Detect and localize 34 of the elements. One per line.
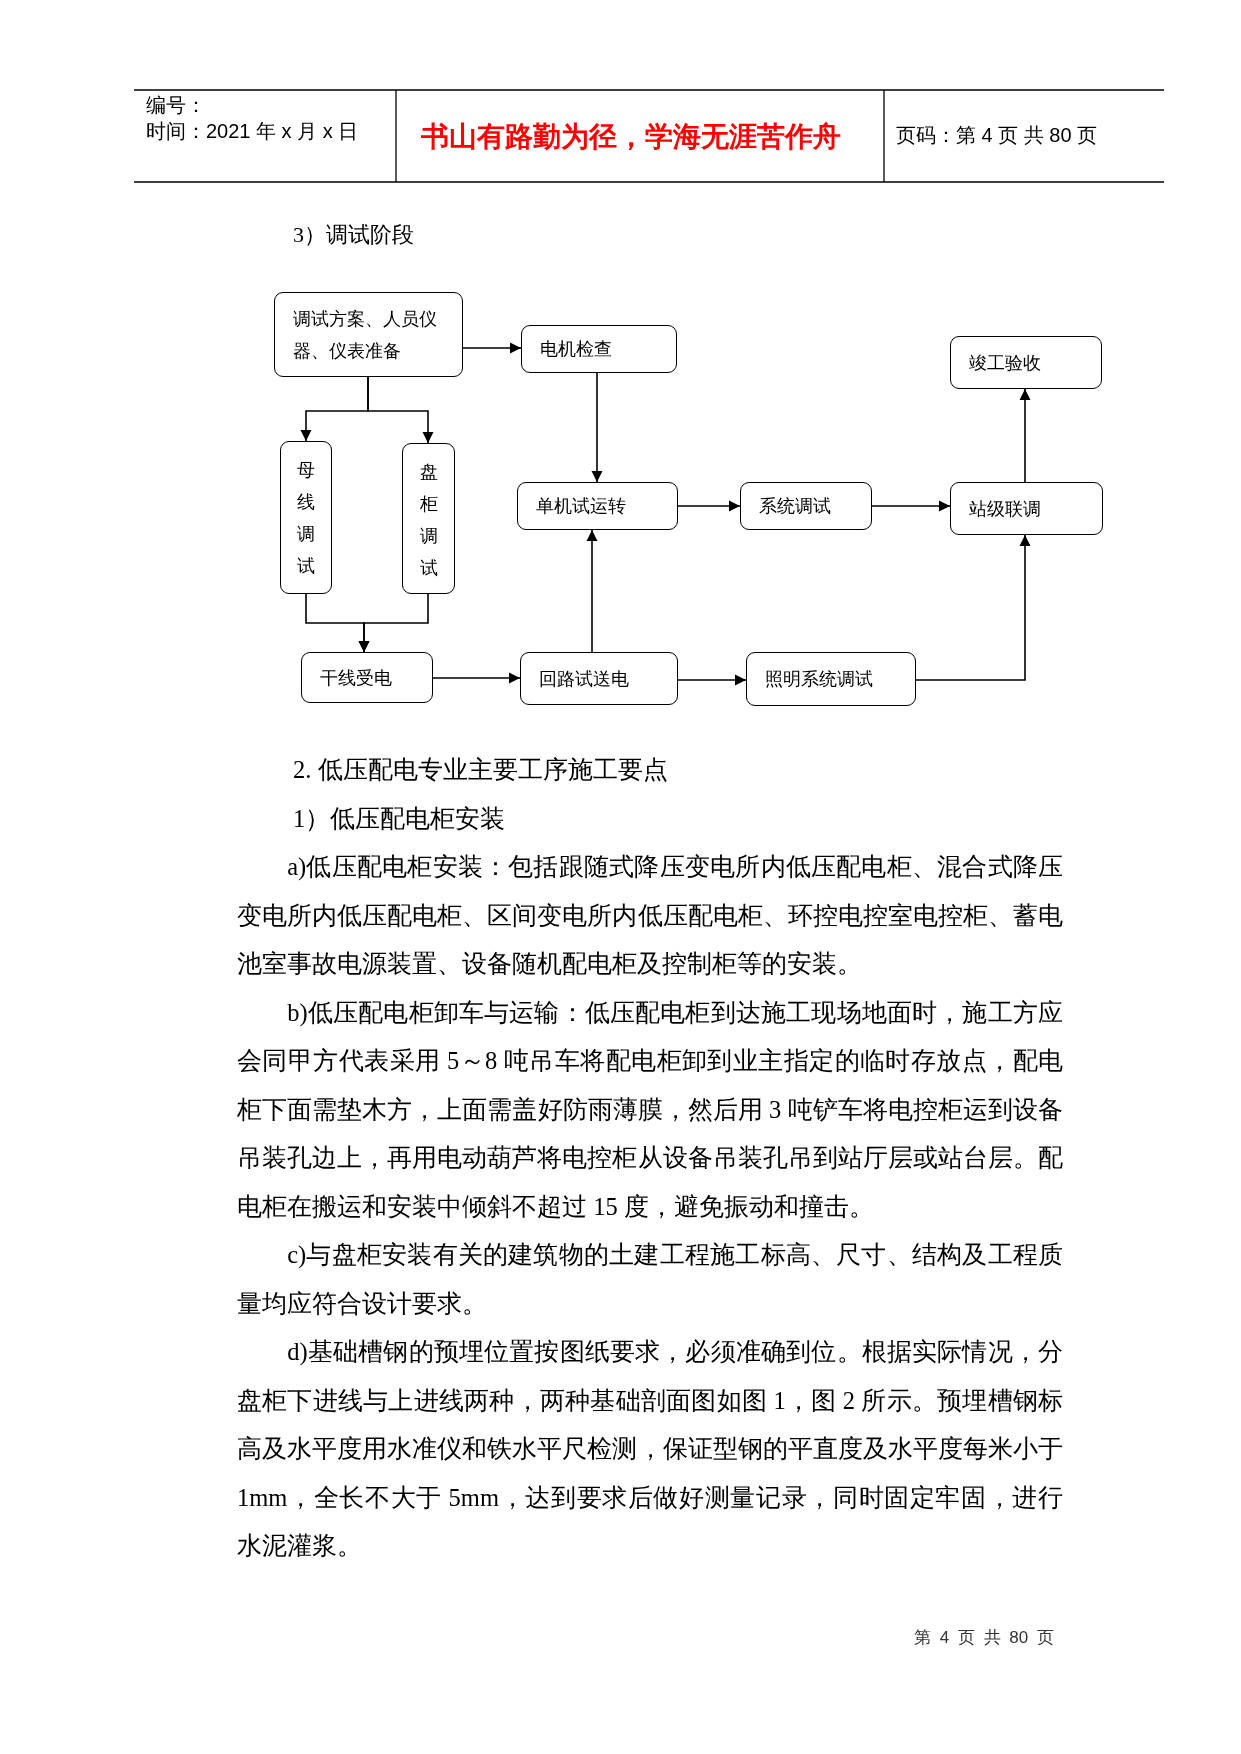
paragraph: c)与盘柜安装有关的建筑物的土建工程施工标高、尺寸、结构及工程质量均应符合设计要求。 — [237, 1240, 1063, 1319]
arrow — [677, 500, 741, 512]
process-box: 干线受电 — [301, 652, 433, 703]
section-heading: 2. 低压配电专业主要工序施工要点 — [292, 755, 669, 785]
arrow — [1019, 388, 1031, 483]
process-box: 站级联调 — [950, 482, 1103, 535]
arrow — [432, 672, 521, 684]
process-box: 调试方案、人员仪器、仪表准备 — [274, 292, 463, 377]
process-box: 母线调试 — [280, 441, 332, 594]
paragraph: a)低压配电柜安装：包括跟随式降压变电所内低压配电柜、混合式降压变电所内低压配电柜、区间变电所内低压配电柜、环控电控室电控柜、蓄电池室事故电源装置、设备随机配电柜及控制柜等的安装。 — [237, 852, 1063, 979]
arrow — [871, 500, 951, 512]
header-field: 时间：2021 年 x 月 x 日 — [146, 118, 359, 145]
page-footer: 第 4 页 共 80 页 — [914, 1626, 1054, 1649]
process-box: 盘柜调试 — [402, 443, 455, 594]
arrow — [915, 534, 1031, 681]
motto-text: 书山有路勤为径，学海无涯苦作舟 — [421, 120, 841, 154]
process-box: 电机检查 — [521, 325, 677, 373]
arrow — [367, 376, 434, 444]
paragraph: b)低压配电柜卸车与运输：低压配电柜到达施工现场地面时，施工方应会同甲方代表采用 5～8 吨吊车将配电柜卸到业主指定的临时存放点，配电柜下面需垫木方，上面需盖好防雨薄膜，然后用 3 吨铲车将电控柜运到设备吊装孔边上，再用电动葫芦将电控柜从设备吊装孔吊到站厅层或站台层。配电柜在搬运和安装中倾斜不超过 15 度，避免振动和撞击。 — [237, 997, 1063, 1222]
paragraph: d)基础槽钢的预埋位置按图纸要求，必须准确到位。根据实际情况，分盘柜下进线与上进线两种，两种基础剖面图如图 1，图 2 所示。预埋槽钢标高及水平度用水准仪和铁水平尺检测，保证型钢的平直度及水平度每米小于 1mm，全长不大于 5mm，达到要求后做好测量记录，同时固定牢固，进行水泥灌浆。 — [237, 1337, 1063, 1561]
arrow — [677, 674, 747, 686]
arrow — [586, 529, 598, 653]
process-box: 单机试运转 — [517, 482, 678, 530]
process-box: 系统调试 — [740, 482, 872, 530]
arrow — [591, 372, 603, 483]
arrow — [358, 593, 429, 653]
process-box: 照明系统调试 — [746, 652, 916, 706]
subsection-heading: 1）低压配电柜安装 — [292, 803, 507, 834]
arrow — [462, 342, 522, 354]
page-number: 页码：第 4 页 共 80 页 — [896, 123, 1098, 148]
header-field: 编号： — [146, 92, 206, 119]
process-box: 竣工验收 — [950, 336, 1102, 389]
section-heading: 3）调试阶段 — [293, 221, 414, 249]
process-box: 回路试送电 — [520, 652, 678, 705]
